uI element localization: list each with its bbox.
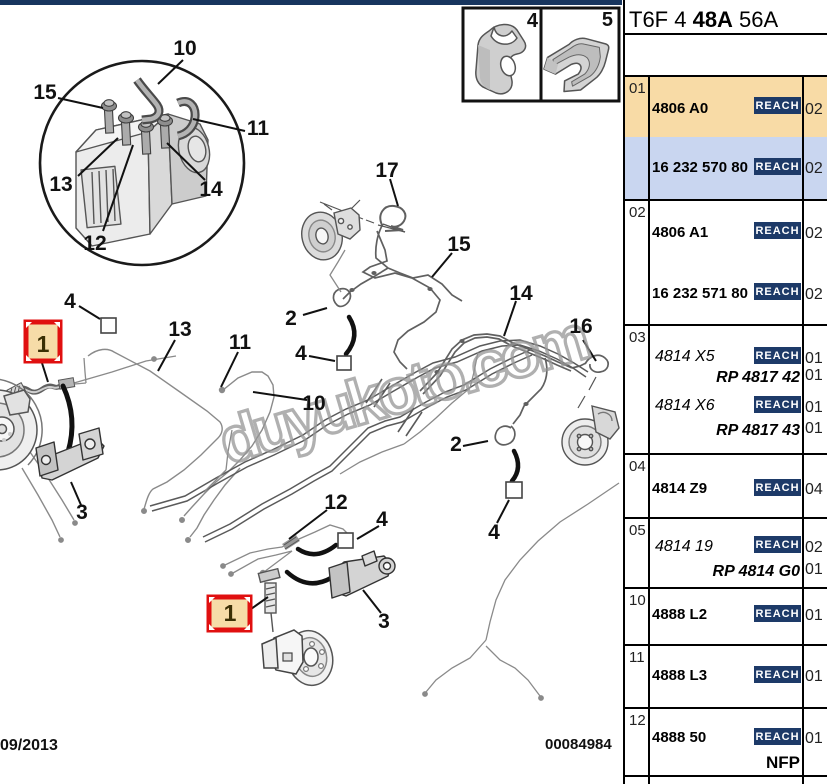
- svg-text:4: 4: [295, 342, 307, 365]
- svg-text:10: 10: [173, 37, 196, 60]
- svg-text:3: 3: [76, 501, 88, 524]
- svg-text:4: 4: [64, 290, 76, 313]
- svg-text:11: 11: [229, 331, 252, 354]
- svg-text:11: 11: [247, 117, 270, 140]
- svg-text:13: 13: [49, 173, 72, 196]
- svg-text:15: 15: [447, 233, 471, 256]
- svg-text:14: 14: [199, 178, 223, 201]
- svg-text:1: 1: [37, 331, 50, 357]
- svg-text:12: 12: [83, 232, 106, 255]
- svg-text:13: 13: [168, 318, 191, 341]
- svg-text:5: 5: [602, 9, 613, 31]
- svg-text:4: 4: [376, 508, 388, 531]
- svg-text:4: 4: [527, 10, 539, 32]
- svg-text:17: 17: [375, 159, 398, 182]
- svg-text:10: 10: [302, 392, 325, 415]
- svg-text:4: 4: [488, 521, 500, 544]
- svg-text:12: 12: [324, 491, 347, 514]
- svg-text:16: 16: [569, 315, 592, 338]
- svg-text:duyukoto.com: duyukoto.com: [211, 301, 594, 478]
- svg-text:1: 1: [224, 600, 237, 626]
- svg-text:15: 15: [33, 81, 57, 104]
- svg-text:2: 2: [285, 307, 297, 330]
- svg-text:2: 2: [450, 433, 462, 456]
- svg-text:3: 3: [378, 610, 390, 633]
- svg-text:14: 14: [509, 282, 533, 305]
